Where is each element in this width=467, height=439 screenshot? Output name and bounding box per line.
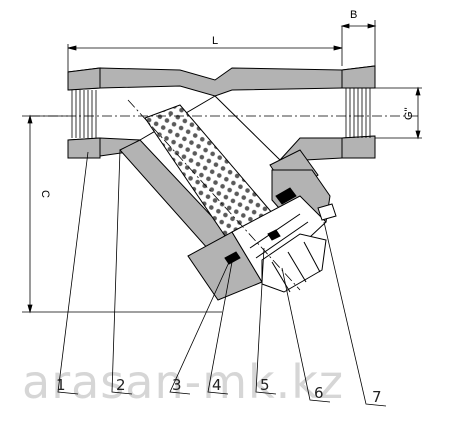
part-number-2: 2 — [116, 376, 126, 394]
dim-label-L: L — [212, 35, 218, 47]
leader-lines — [57, 149, 387, 407]
part-number-1: 1 — [56, 376, 66, 394]
part-number-3: 3 — [172, 376, 182, 394]
part-number-7: 7 — [372, 388, 382, 406]
dim-label-C: C — [39, 190, 51, 198]
dim-label-B: B — [350, 9, 357, 21]
cap-assembly — [187, 169, 337, 301]
dimension-lines — [22, 20, 422, 314]
part-number-5: 5 — [260, 376, 270, 394]
part-number-4: 4 — [212, 376, 222, 394]
part-number-6: 6 — [314, 384, 324, 402]
centerlines — [30, 99, 420, 291]
valve-body — [67, 65, 376, 269]
dim-label-G: G'' — [403, 107, 415, 120]
